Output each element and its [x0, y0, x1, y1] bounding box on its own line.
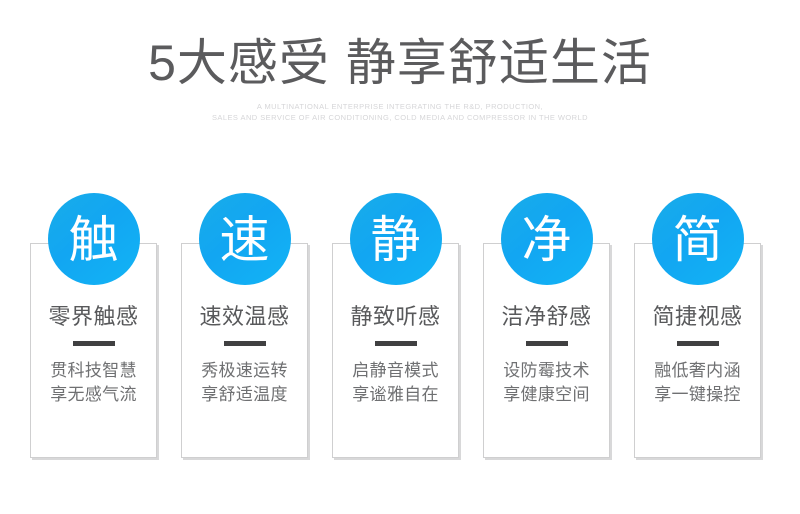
- page-title-part1: 5大感受: [148, 35, 330, 91]
- card-desc-line-5a: 融低奢内涵: [654, 361, 741, 380]
- badge-circle-1: 触: [47, 193, 140, 285]
- badge-circle-5: 简: [651, 193, 744, 285]
- feature-card-1[interactable]: 触 零界触感 贯科技智慧 享无感气流: [30, 193, 157, 458]
- feature-card-3[interactable]: 静 静致听感 启静音模式 享谧雅自在: [332, 193, 459, 458]
- card-divider-1: [72, 341, 115, 346]
- card-desc-5: 融低奢内涵 享一键操控: [635, 359, 760, 407]
- subtitle-line-2: SALES AND SERVICE OF AIR CONDITIONING, C…: [211, 113, 589, 122]
- badge-glyph-3: 静: [370, 211, 421, 268]
- badge-glyph-1: 触: [68, 211, 119, 268]
- card-title-1: 零界触感: [48, 304, 139, 329]
- badge-circle-2: 速: [198, 193, 291, 285]
- card-title-4: 洁净舒感: [501, 304, 592, 329]
- card-desc-line-3b: 享谧雅自在: [352, 385, 439, 404]
- card-desc-line-3a: 启静音模式: [352, 361, 439, 380]
- feature-card-5[interactable]: 简 简捷视感 融低奢内涵 享一键操控: [634, 193, 761, 458]
- page-title-part2: 静享舒适生活: [345, 35, 652, 91]
- feature-card-2[interactable]: 速 速效温感 秀极速运转 享舒适温度: [181, 193, 308, 458]
- card-desc-3: 启静音模式 享谧雅自在: [333, 359, 458, 407]
- card-desc-line-4a: 设防霉技术: [503, 361, 590, 380]
- page-title: 5大感受静享舒适生活: [0, 34, 800, 92]
- page-header: 5大感受静享舒适生活 A MULTINATIONAL ENTERPRISE IN…: [0, 34, 800, 123]
- card-body-5: 简捷视感 融低奢内涵 享一键操控: [635, 304, 760, 407]
- card-title-2: 速效温感: [199, 304, 290, 329]
- card-body-1: 零界触感 贯科技智慧 享无感气流: [31, 304, 156, 407]
- card-body-4: 洁净舒感 设防霉技术 享健康空间: [484, 304, 609, 407]
- card-desc-line-1b: 享无感气流: [50, 385, 137, 404]
- card-body-3: 静致听感 启静音模式 享谧雅自在: [333, 304, 458, 407]
- card-divider-4: [525, 341, 568, 346]
- card-title-5: 简捷视感: [652, 304, 743, 329]
- card-divider-5: [676, 341, 719, 346]
- badge-circle-3: 静: [349, 193, 442, 285]
- card-desc-1: 贯科技智慧 享无感气流: [31, 359, 156, 407]
- badge-glyph-5: 简: [672, 211, 723, 268]
- card-title-3: 静致听感: [350, 304, 441, 329]
- card-divider-2: [223, 341, 266, 346]
- subtitle-line-1: A MULTINATIONAL ENTERPRISE INTEGRATING T…: [256, 102, 544, 111]
- card-desc-line-2a: 秀极速运转: [201, 361, 288, 380]
- badge-circle-4: 净: [500, 193, 593, 285]
- badge-glyph-4: 净: [521, 211, 572, 268]
- card-divider-3: [374, 341, 417, 346]
- badge-glyph-2: 速: [219, 211, 270, 268]
- card-desc-line-5b: 享一键操控: [654, 385, 741, 404]
- feature-card-4[interactable]: 净 洁净舒感 设防霉技术 享健康空间: [483, 193, 610, 458]
- card-desc-line-1a: 贯科技智慧: [50, 361, 137, 380]
- page-subtitle: A MULTINATIONAL ENTERPRISE INTEGRATING T…: [0, 101, 800, 123]
- feature-card-list: 触 零界触感 贯科技智慧 享无感气流 速 速效温感 秀极速运转 享舒适温度: [30, 193, 770, 458]
- card-desc-4: 设防霉技术 享健康空间: [484, 359, 609, 407]
- card-body-2: 速效温感 秀极速运转 享舒适温度: [182, 304, 307, 407]
- card-desc-line-4b: 享健康空间: [503, 385, 590, 404]
- card-desc-2: 秀极速运转 享舒适温度: [182, 359, 307, 407]
- card-desc-line-2b: 享舒适温度: [201, 385, 288, 404]
